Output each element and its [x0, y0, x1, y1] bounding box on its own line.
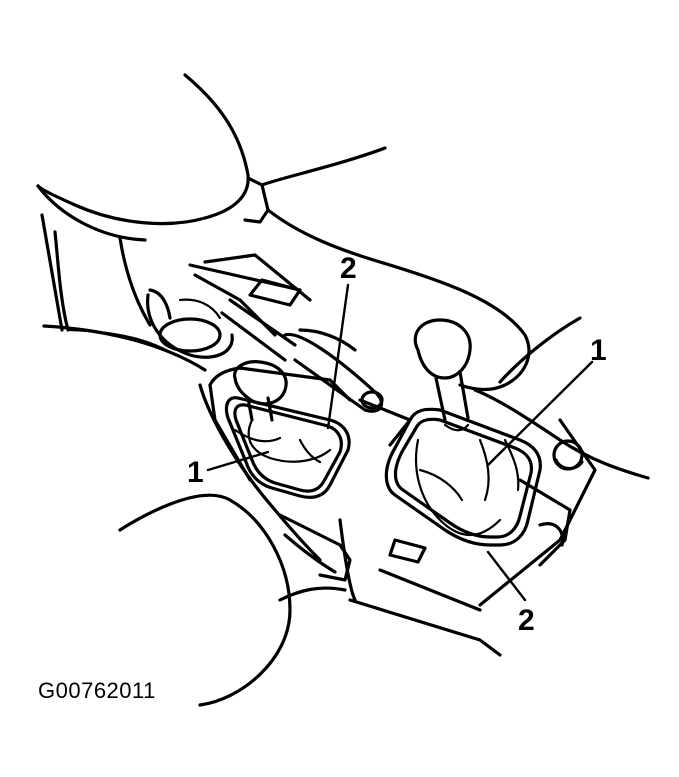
right-bezel: [384, 407, 542, 564]
leader-left-boot: [206, 450, 270, 472]
leader-right-bezel: [486, 550, 527, 602]
leader-lines: [206, 283, 594, 602]
armrest: [36, 73, 270, 242]
leader-right-boot: [486, 360, 594, 467]
figure-code: G00762011: [38, 678, 156, 703]
callout-right-boot: 1: [590, 334, 607, 367]
left-cupholder: [146, 253, 312, 359]
callout-left-bezel: 2: [340, 252, 357, 285]
left-bezel: [224, 396, 351, 499]
left-console-lower: [198, 383, 412, 582]
left-console-body: [40, 213, 347, 707]
callout-right-bezel: 2: [518, 604, 535, 637]
right-console-body: [260, 146, 650, 657]
leader-left-bezel: [326, 283, 350, 430]
callout-left-boot: 1: [187, 456, 204, 489]
